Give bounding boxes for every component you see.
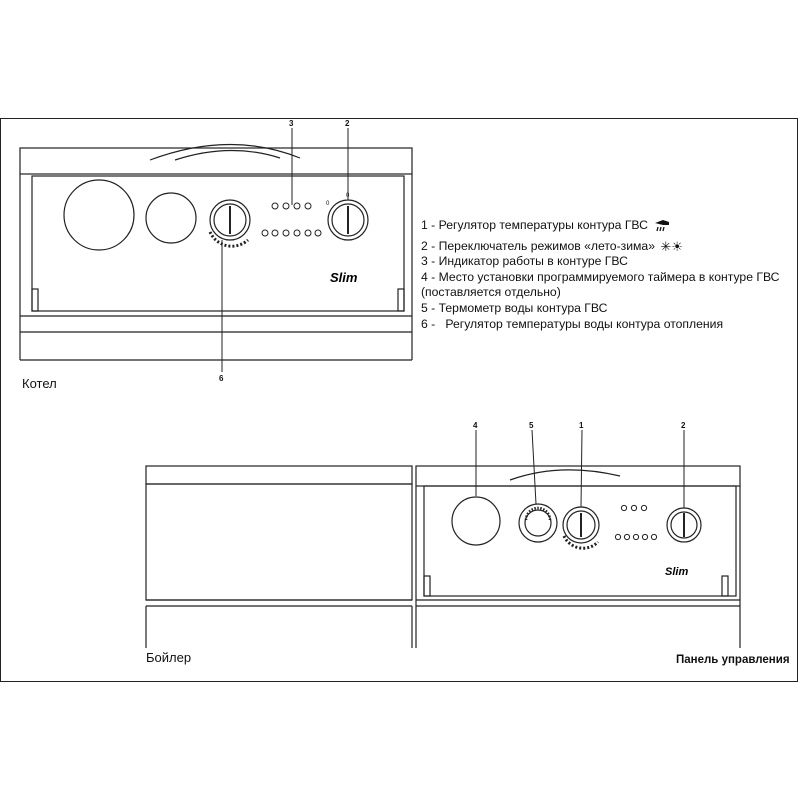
callout-number: 1 bbox=[579, 421, 584, 430]
thermometer-slot bbox=[145, 192, 197, 244]
tap-water-icon bbox=[655, 220, 670, 232]
legend-item-5: 5 - Термометр воды контура ГВС bbox=[421, 300, 608, 315]
bottom-boiler-unit bbox=[415, 429, 741, 648]
legend-item-2: 2 - Переключатель режимов «лето-зима» ✳☀ bbox=[421, 238, 683, 254]
callout-number: 2 bbox=[345, 119, 350, 128]
indicator-lamps bbox=[261, 202, 322, 237]
brand-logo: Slim bbox=[665, 566, 688, 578]
timer-slot bbox=[63, 179, 135, 251]
bottom-storage-boiler bbox=[145, 465, 413, 648]
mode-switch-knob[interactable] bbox=[327, 199, 369, 241]
dhw-thermometer bbox=[518, 503, 558, 543]
brand-logo: Slim bbox=[330, 270, 358, 285]
heating-temperature-knob[interactable] bbox=[208, 199, 251, 248]
mode-switch-knob[interactable] bbox=[666, 507, 702, 543]
dial-mark: 0 bbox=[326, 201, 330, 207]
caption-storage-boiler: Бойлер bbox=[146, 650, 192, 665]
callout-number: 6 bbox=[219, 374, 224, 383]
legend-item-4: 4 - Место установки программируемого тай… bbox=[421, 269, 780, 300]
legend-item-3: 3 - Индикатор работы в контуре ГВС bbox=[421, 254, 628, 269]
indicator-lamps bbox=[614, 504, 658, 541]
caption-boiler: Котел bbox=[22, 376, 57, 391]
callout-number: 5 bbox=[529, 421, 534, 430]
diagram-frame bbox=[0, 118, 798, 682]
legend-item-1: 1 - Регулятор температуры контура ГВС bbox=[421, 218, 796, 234]
callout-number: 3 bbox=[289, 119, 294, 128]
callout-number: 2 bbox=[681, 421, 686, 430]
caption-control-panel: Панель управления bbox=[676, 654, 790, 666]
top-boiler-unit bbox=[19, 128, 413, 372]
timer-slot bbox=[451, 496, 501, 546]
dhw-temperature-knob[interactable] bbox=[562, 506, 600, 550]
legend: 1 - Регулятор температуры контура ГВС 2 … bbox=[421, 218, 796, 332]
dial-mark: 0 bbox=[346, 193, 350, 199]
sun-snowflake-icon: ✳☀ bbox=[660, 238, 683, 254]
legend-item-6: 6 - Регулятор температуры воды контура о… bbox=[421, 316, 724, 331]
callout-number: 4 bbox=[473, 421, 478, 430]
